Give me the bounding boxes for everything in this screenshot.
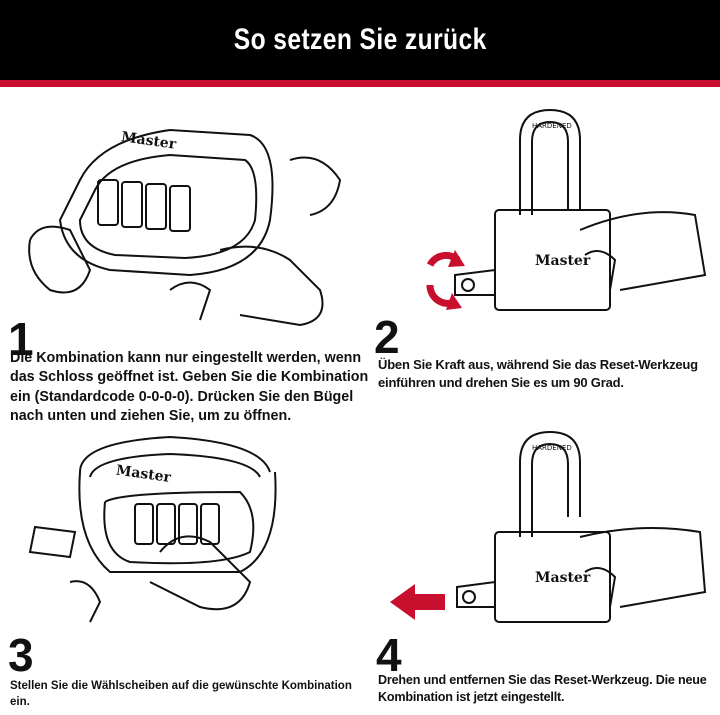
shackle-label: HARDENED xyxy=(532,122,572,130)
lock-brand-text: Master xyxy=(535,570,591,586)
step-1-number: 1 xyxy=(8,313,34,365)
header-red-stripe xyxy=(0,80,720,87)
left-arrow-icon xyxy=(390,584,445,620)
step-3-text: Stellen Sie die Wählscheiben auf die gew… xyxy=(10,680,352,708)
lock-brand-text: Master xyxy=(535,253,591,269)
step-4-number: 4 xyxy=(376,629,402,681)
step-4-illustration: Master HARDENED xyxy=(390,430,707,623)
step-3-number: 3 xyxy=(8,629,34,681)
step-4-text: Drehen und entfernen Sie das Reset-Werkz… xyxy=(378,673,707,704)
header-bar: So setzen Sie zurück xyxy=(0,0,720,80)
step-2-number: 2 xyxy=(374,311,400,363)
step-2-text: Üben Sie Kraft aus, während Sie das Rese… xyxy=(378,357,698,390)
step-1-illustration: Master xyxy=(28,128,342,327)
lock-brand-text: Master xyxy=(120,129,178,153)
lock-brand-text: Master xyxy=(115,462,173,486)
step-1-text: Die Kombination kann nur eingestellt wer… xyxy=(10,350,369,424)
step-2-illustration: Master HARDENED xyxy=(426,108,707,311)
step-3-illustration: Master xyxy=(28,435,277,623)
page-title: So setzen Sie zurück xyxy=(233,23,487,56)
shackle-label: HARDENED xyxy=(532,444,572,452)
